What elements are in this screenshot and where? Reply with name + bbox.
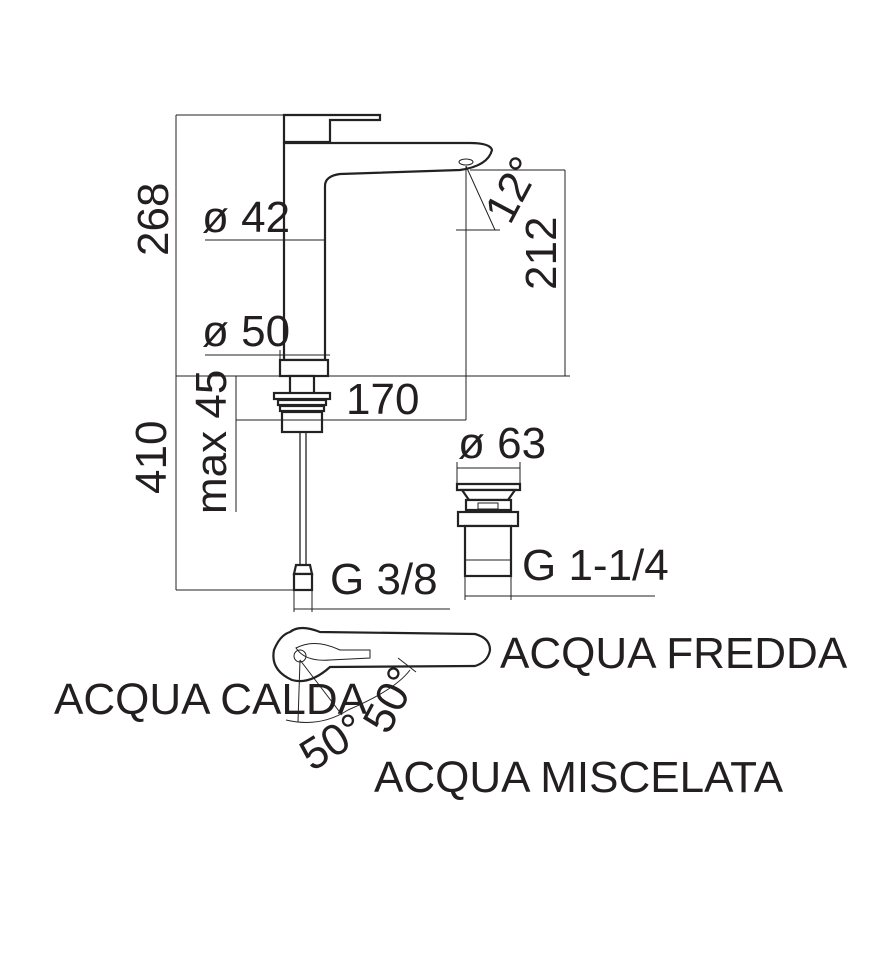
faucet-outline: [278, 113, 494, 378]
lever-plan-view: [272, 626, 492, 723]
mounting-fitting: [272, 374, 332, 592]
dim-waste-thread: G 1-1/4: [522, 541, 669, 590]
label-cold-water: ACQUA FREDDA: [500, 629, 848, 678]
dim-connection: G 3/8: [330, 555, 438, 604]
dim-spout-diameter: ø 42: [202, 193, 290, 242]
waste-valve: [455, 482, 522, 578]
dim-reach: 170: [346, 375, 419, 424]
dim-base-diameter: ø 50: [202, 307, 290, 356]
dim-waste-diameter: ø 63: [458, 419, 546, 468]
label-hot-water: ACQUA CALDA: [54, 675, 368, 724]
dim-height-total: 268: [129, 183, 178, 256]
dim-spout-height: 212: [517, 217, 566, 290]
dim-flex-length: 410: [127, 421, 176, 494]
dimension-lines: [175, 114, 655, 612]
label-mixed-water: ACQUA MISCELATA: [374, 753, 784, 802]
dim-max-deck: max 45: [187, 370, 236, 514]
